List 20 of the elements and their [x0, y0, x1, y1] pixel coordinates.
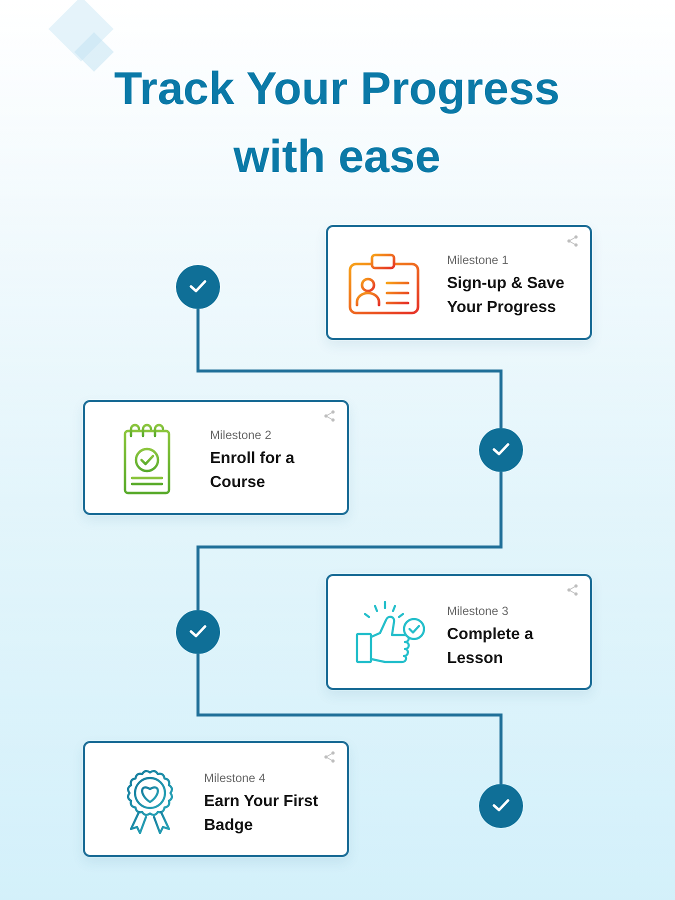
milestone-card [326, 574, 592, 690]
milestone-title: Earn Your First Badge [204, 792, 320, 836]
milestone-title: Complete a Lesson [447, 625, 534, 669]
milestone-card [326, 225, 592, 340]
milestone-label: Milestone 3 [447, 603, 508, 619]
check-circle-icon [176, 265, 220, 309]
check-circle-icon [479, 784, 523, 828]
milestone-card [83, 400, 349, 515]
milestone-title: Enroll for a Course [210, 449, 296, 493]
connector-line [196, 654, 502, 784]
milestone-card [83, 741, 349, 857]
check-circle-icon [479, 428, 523, 472]
title: Track Your Progress with ease [113, 61, 561, 184]
connector-line [196, 472, 502, 610]
check-circle-icon [176, 610, 220, 654]
milestone-label: Milestone 4 [204, 770, 266, 786]
connector-line [196, 309, 502, 428]
milestone-title: Sign-up & Save Your Progress [447, 274, 566, 318]
milestone-label: Milestone 1 [447, 252, 508, 268]
milestone-label: Milestone 2 [210, 427, 272, 443]
